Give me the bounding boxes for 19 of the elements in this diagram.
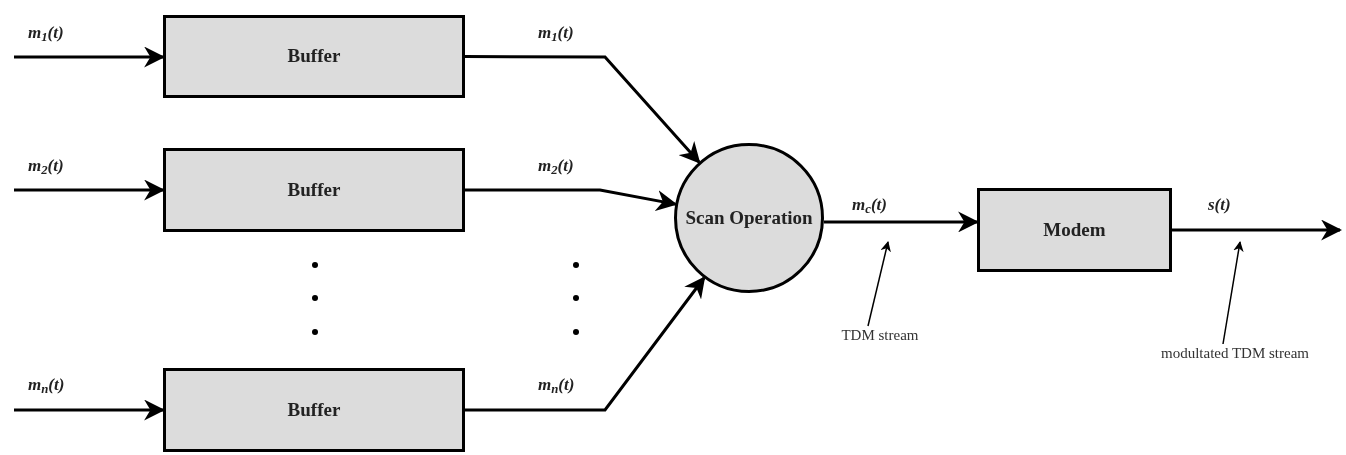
- signal-label: m$_{n}$(t): [28, 374, 65, 396]
- process-box: Buffer: [163, 368, 465, 452]
- signal-label: m$_{1}$(t): [538, 22, 574, 44]
- process-box: Buffer: [163, 15, 465, 98]
- process-box: Modem: [977, 188, 1172, 272]
- annotation-text: TDM stream: [800, 326, 960, 348]
- signal-label: m$_{2}$(t): [28, 155, 64, 177]
- signal-label: m$_{n}$(t): [538, 374, 575, 396]
- process-box: Buffer: [163, 148, 465, 232]
- signal-label: m$_{c}$(t): [852, 194, 887, 216]
- arrow: [465, 55, 701, 164]
- leader-arrow: [1222, 240, 1244, 345]
- signal-label: s(t): [1208, 194, 1231, 216]
- annotation-text: modultated TDM stream: [1160, 344, 1310, 382]
- signal-label: m$_{2}$(t): [538, 155, 574, 177]
- arrow: [1172, 219, 1343, 241]
- arrow: [465, 276, 706, 412]
- leader-arrow: [867, 241, 891, 327]
- signal-label: m$_{1}$(t): [28, 22, 64, 44]
